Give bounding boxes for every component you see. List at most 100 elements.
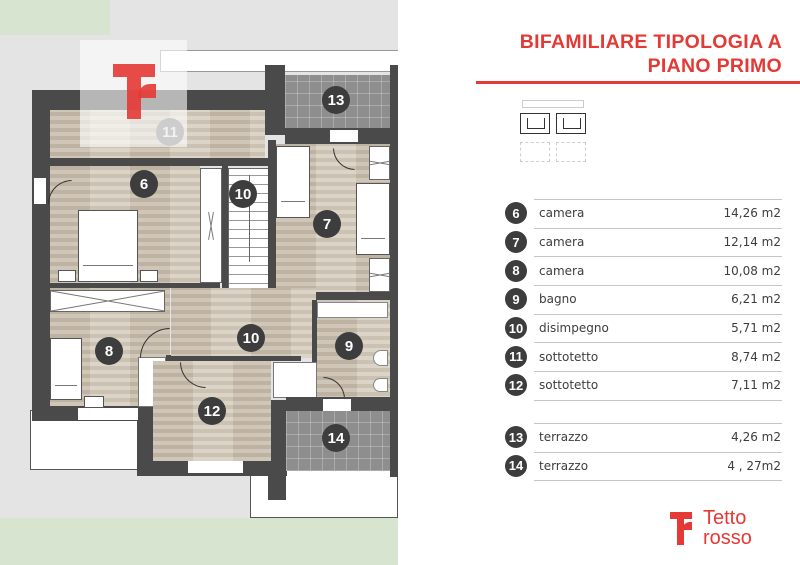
title-line-2: PIANO PRIMO: [647, 55, 782, 77]
logo-mark-bar: [670, 512, 692, 519]
nightstand: [58, 270, 76, 282]
single-bed: [276, 146, 310, 218]
row-number-badge: 9: [505, 288, 527, 311]
row-number-badge: 8: [505, 259, 527, 282]
room-area-table: 6 camera 14,26 m2 7 camera 12,14 m2 8 ca…: [505, 199, 800, 482]
logo-line-1: Tetto: [703, 507, 747, 529]
room-area: 6,21 m2: [731, 292, 781, 307]
page-title: BIFAMILIARE TIPOLOGIA A PIANO PRIMO: [520, 30, 782, 78]
room-area: 5,71 m2: [731, 321, 781, 336]
wall: [312, 300, 317, 400]
sink-counter: [317, 302, 388, 318]
keyplan-unit-b: [556, 113, 586, 134]
room-area: 4 , 27m2: [727, 458, 781, 473]
row-number-badge: 10: [505, 317, 527, 340]
room-badge-13: 13: [322, 86, 350, 114]
room-name: camera: [539, 263, 585, 278]
room-name: terrazzo: [539, 430, 589, 445]
room-badge-11: 11: [156, 118, 184, 146]
room-badge-12: 12: [198, 397, 226, 425]
key-plan-thumbnail: [518, 100, 590, 162]
row-number-badge: 11: [505, 345, 527, 368]
room-name: bagno: [539, 292, 577, 307]
room-name: camera: [539, 235, 585, 250]
nightstand: [84, 396, 104, 408]
window: [323, 399, 351, 411]
room-area: 14,26 m2: [723, 206, 782, 221]
room-badge-9: 9: [335, 332, 363, 360]
window: [34, 178, 46, 204]
logo-mark-stem: [127, 77, 141, 119]
row-number-badge: 13: [505, 426, 527, 449]
single-bed: [356, 183, 390, 255]
table-divider: [534, 399, 782, 401]
table-row: 11 sottotetto 8,74 m2: [505, 342, 800, 371]
room-name: sottotetto: [539, 378, 599, 393]
room-name: terrazzo: [539, 458, 589, 473]
keyplan-ground-a: [520, 142, 550, 162]
room-badge-14: 14: [322, 424, 350, 452]
logo-line-2: rosso: [703, 527, 752, 549]
room-name: sottotetto: [539, 349, 599, 364]
floor-plan: 6 7 8 9 10 10 12 13 14 11: [0, 0, 398, 565]
table-row: 9 bagno 6,21 m2: [505, 285, 800, 314]
keyplan-row: [522, 100, 584, 108]
table-row: 14 terrazzo 4 , 27m2: [505, 451, 800, 481]
table-row: 10 disimpegno 5,71 m2: [505, 313, 800, 343]
logo-mark-bar: [113, 64, 155, 77]
table-row: 12 sottotetto 7,11 m2: [505, 371, 800, 400]
logo-wordmark: Tetto rosso: [703, 508, 752, 548]
title-divider: [476, 81, 800, 84]
lawn-area: [0, 518, 398, 565]
wall: [268, 140, 276, 290]
table-row: 6 camera 14,26 m2: [505, 199, 800, 228]
keyplan-unit-a: [520, 113, 550, 134]
table-divider: [534, 480, 782, 482]
wall: [171, 356, 301, 361]
wall: [265, 65, 285, 135]
room-area: 12,14 m2: [723, 235, 782, 250]
watermark-logo: 11: [80, 40, 187, 147]
logo-mark-arm: [682, 522, 692, 530]
single-bed: [50, 338, 82, 400]
wardrobe: [200, 168, 222, 283]
room-name: disimpegno: [539, 321, 609, 336]
logo-mark-arm: [138, 84, 156, 98]
row-number-badge: 14: [505, 454, 527, 477]
room-area: 7,11 m2: [731, 378, 781, 393]
room-area: 8,74 m2: [731, 349, 781, 364]
row-number-badge: 7: [505, 231, 527, 254]
window: [330, 130, 358, 142]
wall: [268, 400, 286, 500]
room-badge-8: 8: [95, 337, 123, 365]
room-name: camera: [539, 206, 585, 221]
lawn-area: [0, 0, 110, 35]
wall: [50, 158, 270, 166]
room-badge-10-stairs: 10: [229, 180, 257, 208]
title-line-1: BIFAMILIARE TIPOLOGIA A: [519, 31, 782, 53]
double-bed: [78, 210, 138, 282]
room-badge-7: 7: [313, 210, 341, 238]
wall: [276, 292, 390, 300]
table-row: 8 camera 10,08 m2: [505, 256, 800, 285]
window: [78, 408, 138, 420]
window: [188, 461, 243, 473]
wardrobe: [369, 258, 390, 292]
logo-mark-stem: [677, 519, 684, 545]
wall: [50, 283, 220, 288]
wall: [222, 166, 228, 291]
room-area: 10,08 m2: [723, 263, 782, 278]
room-badge-10: 10: [237, 324, 265, 352]
shower: [273, 362, 317, 398]
wardrobe: [369, 146, 390, 180]
wall: [137, 405, 153, 475]
brand-logo: Tetto rosso: [668, 506, 788, 550]
toilet: [373, 350, 388, 366]
room-area: 4,26 m2: [731, 430, 781, 445]
wall: [32, 90, 50, 410]
wall: [390, 65, 398, 477]
keyplan-ground-b: [556, 142, 586, 162]
table-row: 13 terrazzo 4,26 m2: [505, 422, 800, 452]
room-badge-6: 6: [130, 170, 158, 198]
